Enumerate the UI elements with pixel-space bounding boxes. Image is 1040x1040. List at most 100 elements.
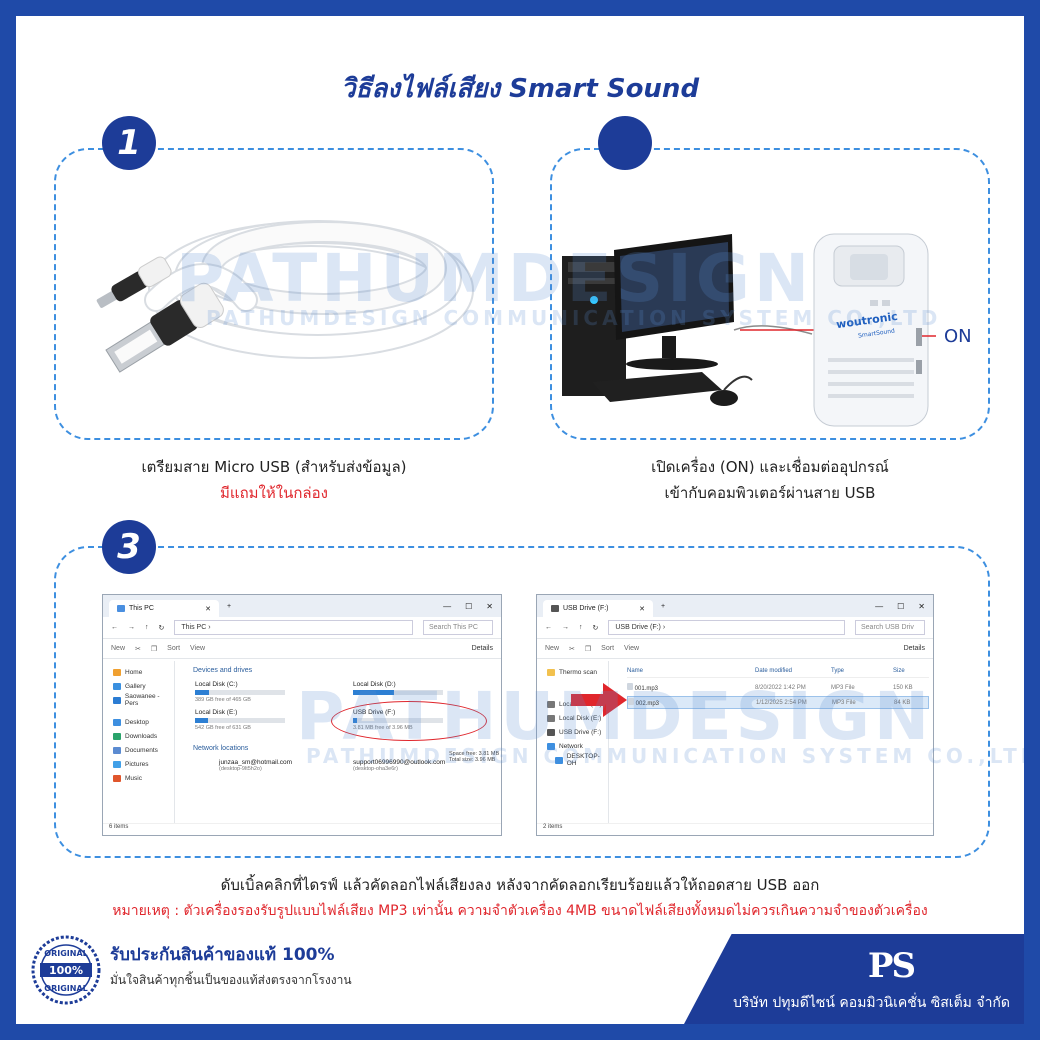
path-input[interactable]: USB Drive (F:) › [608, 620, 845, 635]
step-2-badge [598, 116, 652, 170]
details-button[interactable]: Details [471, 645, 493, 652]
step-3-panel [54, 546, 990, 858]
picture-icon [113, 760, 121, 768]
footer-band [684, 934, 1024, 1024]
on-switch-label: ON [944, 326, 972, 347]
nav-item-gallery[interactable]: Gallery [103, 679, 174, 693]
back-arrow-icon[interactable]: ← [545, 624, 552, 631]
minimize-icon[interactable]: — [443, 601, 452, 611]
page-title: วิธีลงไฟล์เสียง Smart Sound [340, 74, 700, 104]
refresh-icon[interactable]: ↻ [592, 624, 599, 632]
status-bar: 2 items [537, 823, 933, 835]
close-icon[interactable]: ✕ [205, 605, 211, 613]
explorer-window-usb-drive: USB Drive (F:) ✕ + — ☐ ✕ ← → ↑ ↻ USB Drive… [536, 594, 934, 836]
details-button[interactable]: Details [903, 645, 925, 652]
download-icon [113, 732, 121, 740]
tab-usb-drive[interactable]: USB Drive (F:) ✕ [543, 600, 653, 617]
column-type[interactable]: Type [831, 668, 845, 674]
view-button[interactable]: View [190, 645, 206, 652]
red-arrow-pointer [571, 683, 627, 717]
new-button[interactable]: New [111, 645, 126, 652]
copy-icon[interactable]: ❐ [584, 645, 592, 653]
table-row[interactable]: 001.mp3 8/20/2022 1:42 PM MP3 File 150 K… [627, 681, 929, 694]
nav-item-pictures[interactable]: Pictures [103, 757, 174, 771]
navigation-pane: Home Gallery Saowanee - Pers Desktop Dow… [103, 661, 175, 823]
nav-item-network[interactable]: Network [537, 739, 608, 753]
address-bar: ← → ↑ ↻ This PC › Search This PC [103, 617, 501, 639]
drive-c[interactable]: Local Disk (C:) 389 GB free of 465 GB [195, 681, 285, 703]
cut-icon[interactable]: ✂ [135, 645, 141, 653]
maximize-icon[interactable]: ☐ [465, 601, 473, 611]
drive-e-usage [195, 718, 208, 723]
seal-center-text: 100% [49, 964, 83, 977]
forward-arrow-icon[interactable]: → [128, 624, 135, 631]
command-bar: New ✂ ❐ Sort View Details [103, 639, 501, 659]
forward-arrow-icon[interactable]: → [562, 624, 569, 631]
drive-d[interactable]: Local Disk (D:) [353, 681, 443, 697]
new-tab-icon[interactable]: + [661, 602, 666, 610]
column-name[interactable]: Name [627, 668, 644, 674]
guarantee-heading: รับประกันสินค้าของแท้ 100% [110, 945, 335, 965]
up-arrow-icon[interactable]: ↑ [579, 624, 583, 631]
document-icon [113, 746, 121, 754]
close-icon[interactable]: ✕ [639, 605, 645, 613]
nav-item-home[interactable]: Home [103, 665, 174, 679]
step-1-caption-line1: เตรียมสาย Micro USB (สำหรับส่งข้อมูล) [141, 458, 407, 476]
path-text: USB Drive (F:) [615, 624, 661, 631]
step-2-caption-line2: เข้ากับคอมพิวเตอร์ผ่านสาย USB [664, 484, 876, 502]
computer-and-device-illustration [562, 233, 936, 427]
network-location-2[interactable]: support06996990@outlook.com (desktop-oha… [353, 759, 446, 772]
drive-e[interactable]: Local Disk (E:) 542 GB free of 631 GB [195, 709, 285, 731]
search-input[interactable]: Search This PC [423, 620, 493, 635]
nav-item-local-disk-e[interactable]: Local Disk (E:) [537, 711, 608, 725]
refresh-icon[interactable]: ↻ [158, 624, 165, 632]
nav-item-thermo-scan[interactable]: Thermo scan [537, 665, 608, 679]
status-bar: 6 items [103, 823, 501, 835]
step-3-badge: 3 [102, 520, 156, 574]
drive-icon [547, 714, 555, 722]
close-window-icon[interactable]: ✕ [486, 601, 493, 611]
file-list-header: Name Date modified Type Size [627, 665, 929, 678]
address-bar: ← → ↑ ↻ USB Drive (F:) › Search USB Driv [537, 617, 933, 639]
view-button[interactable]: View [624, 645, 640, 652]
sort-button[interactable]: Sort [601, 645, 615, 652]
drive-d-usage [353, 690, 394, 695]
table-row-selected[interactable]: 002.mp3 1/12/2025 2:54 PM MP3 File 84 KB [627, 696, 929, 709]
gallery-icon [113, 682, 121, 690]
cut-icon[interactable]: ✂ [569, 645, 575, 653]
search-input[interactable]: Search USB Driv [855, 620, 925, 635]
path-text: This PC [181, 624, 207, 631]
network-location-1[interactable]: junzaa_sm@hotmail.com (desktop-9lt5h2o) [219, 759, 293, 772]
sort-button[interactable]: Sort [167, 645, 181, 652]
nav-item-onedrive[interactable]: Saowanee - Pers [103, 693, 174, 707]
watermark-primary-2: PATHUMDESIGN [296, 678, 934, 755]
tab-this-pc[interactable]: This PC ✕ [109, 600, 219, 617]
drive-icon [547, 700, 555, 708]
nav-item-downloads[interactable]: Downloads [103, 729, 174, 743]
column-date[interactable]: Date modified [755, 668, 793, 674]
close-window-icon[interactable]: ✕ [918, 601, 925, 611]
minimize-icon[interactable]: — [875, 601, 884, 611]
new-button[interactable]: New [545, 645, 560, 652]
maximize-icon[interactable]: ☐ [897, 601, 905, 611]
infographic-page: วิธีลงไฟล์เสียง Smart Sound [16, 16, 1024, 1024]
nav-item-desktop[interactable]: Desktop [103, 715, 174, 729]
usb-drive-highlight [331, 701, 487, 741]
usb-drive-icon [547, 728, 555, 736]
copy-icon[interactable]: ❐ [150, 645, 158, 653]
home-icon [113, 668, 121, 676]
audio-file-icon [628, 698, 634, 705]
original-seal-icon: ORIGINAL 100% ORIGINAL [31, 935, 101, 1005]
nav-item-desktop-pc[interactable]: DESKTOP-OH [537, 753, 608, 767]
nav-item-usb-drive[interactable]: USB Drive (F:) [537, 725, 608, 739]
nav-item-documents[interactable]: Documents [103, 743, 174, 757]
column-size[interactable]: Size [893, 668, 905, 674]
path-input[interactable]: This PC › [174, 620, 413, 635]
micro-usb-cable-illustration [96, 220, 474, 373]
audio-file-icon [627, 683, 633, 690]
up-arrow-icon[interactable]: ↑ [145, 624, 149, 631]
nav-item-music[interactable]: Music [103, 771, 174, 785]
new-tab-icon[interactable]: + [227, 602, 232, 610]
desktop-icon [113, 718, 121, 726]
back-arrow-icon[interactable]: ← [111, 624, 118, 631]
